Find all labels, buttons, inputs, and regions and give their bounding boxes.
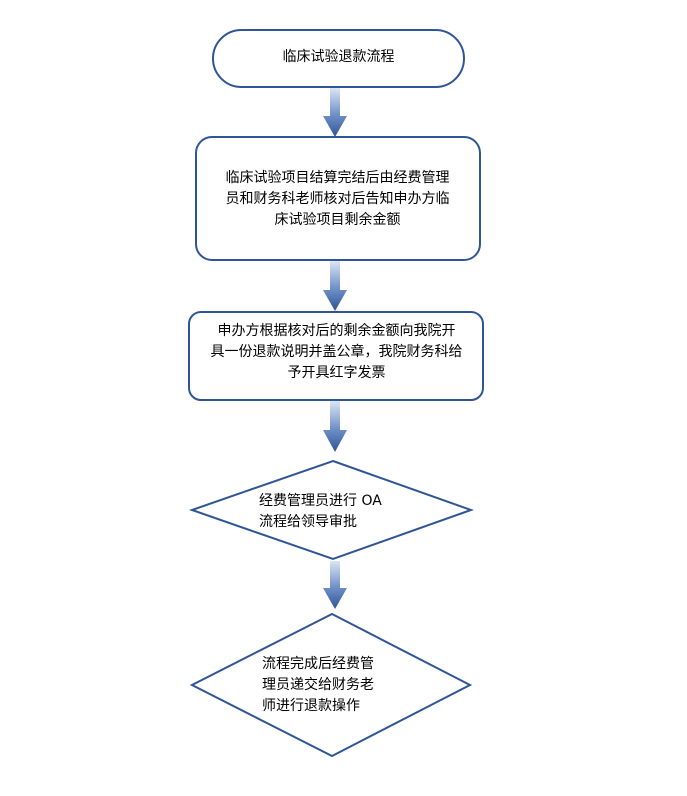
arrow-down-3 [323, 401, 347, 452]
decision-2 [189, 612, 473, 758]
decision-1-label: 经费管理员进行 OA 流程给领导审批 [259, 493, 382, 530]
start-terminator [212, 29, 465, 88]
arrow-down-4 [323, 561, 347, 609]
decision-1 [188, 459, 474, 561]
arrow-down-2 [323, 261, 347, 311]
decision-2-label: 流程完成后经费管 理员递交给财务老 师进行退款操作 [262, 656, 374, 714]
step-1-label: 临床试验项目结算完结后由经费管理 员和财务科老师核对后告知申办方临 床试验项目剩… [225, 170, 450, 228]
process-step-2 [188, 311, 484, 401]
arrow-down-1 [323, 88, 347, 137]
process-step-1 [195, 136, 481, 261]
step-2-label: 申办方根据核对后的剩余金额向我院开 具一份退款说明并盖公章，我院财务科给 予开具… [210, 323, 463, 381]
start-label: 临床试验退款流程 [282, 49, 395, 65]
